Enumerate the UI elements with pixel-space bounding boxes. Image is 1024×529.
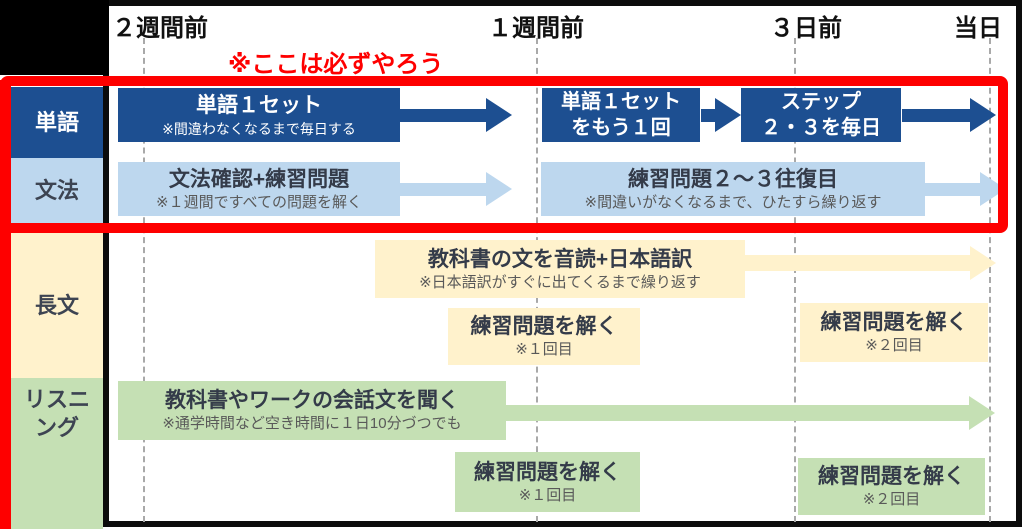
row-label-listening: リスニング [11, 378, 103, 529]
task-box-vocab-set1: 単語１セット ※間違わなくなるまで毎日する [118, 88, 400, 142]
task-title: 練習問題を解く [474, 460, 621, 484]
task-subtitle: ※日本語訳がすぐに出てくるまで繰り返す [419, 273, 701, 291]
gridline-3days [794, 38, 796, 522]
task-subtitle: ※１回目 [515, 341, 573, 359]
row-label-reading: 長文 [11, 233, 103, 378]
task-subtitle: ※２回目 [865, 337, 923, 355]
arrow-vocab-1 [398, 98, 512, 132]
gridline-2weeks [143, 38, 145, 522]
task-box-vocab-set2: 単語１セット をもう１回 [542, 88, 700, 142]
task-box-grammar-repeat: 練習問題２～３往復目 ※間違いがなくなるまで、ひたすら繰り返す [541, 162, 925, 216]
task-box-reading-aloud: 教科書の文を音読+日本語訳 ※日本語訳がすぐに出てくるまで繰り返す [375, 240, 745, 298]
arrow-grammar-1 [400, 172, 512, 206]
timeline-tick-dayof: 当日 [954, 15, 1002, 42]
task-title: 単語１セット [196, 94, 322, 118]
task-subtitle: ※１回目 [518, 486, 577, 504]
row-label-grammar: 文法 [11, 158, 103, 224]
timeline-tick-2weeks: ２週間前 [112, 15, 208, 42]
task-title: 練習問題を解く [818, 465, 965, 489]
task-subtitle: ※１週間ですべての問題を解く [156, 193, 362, 211]
task-subtitle: ※間違わなくなるまで毎日する [162, 120, 356, 137]
timeline-border [103, 0, 1022, 527]
task-title: 練習問題を解く [820, 311, 968, 335]
task-subtitle: ※２回目 [862, 491, 921, 509]
task-box-grammar-check: 文法確認+練習問題 ※１週間ですべての問題を解く [118, 162, 400, 216]
timeline-tick-1week: １週間前 [488, 15, 584, 42]
task-box-listening-practice2: 練習問題を解く ※２回目 [798, 458, 985, 515]
timeline-tick-3days: ３日前 [770, 15, 842, 42]
must-do-annotation: ※ここは必ずやろう [228, 51, 444, 78]
task-subtitle: ※通学時間など空き時間に１日10分づつでも [162, 415, 462, 433]
task-title: 練習問題２～３往復目 [628, 167, 838, 191]
task-title: 文法確認+練習問題 [168, 167, 350, 191]
task-title: 教科書の文を音読+日本語訳 [427, 247, 693, 271]
corner-block [0, 0, 109, 75]
task-box-listening-listen: 教科書やワークの会話文を聞く ※通学時間など空き時間に１日10分づつでも [118, 381, 506, 440]
gridline-dayof [989, 38, 991, 522]
task-title-line1: 単語１セット [561, 91, 681, 113]
task-subtitle: ※間違いがなくなるまで、ひたすら繰り返す [584, 193, 882, 211]
task-title-line2: をもう１回 [571, 117, 671, 139]
task-title: 教科書やワークの会話文を聞く [165, 389, 459, 413]
red-left-strip [0, 80, 11, 529]
task-box-reading-practice1: 練習問題を解く ※１回目 [448, 308, 640, 365]
task-box-vocab-step: ステップ ２・３を毎日 [741, 88, 901, 142]
task-title-line1: ステップ [781, 91, 861, 113]
arrow-vocab-2 [701, 98, 741, 132]
task-box-listening-practice1: 練習問題を解く ※１回目 [455, 452, 640, 512]
task-title-line2: ２・３を毎日 [761, 117, 881, 139]
arrow-grammar-2 [924, 172, 1006, 206]
row-label-vocabulary: 単語 [11, 87, 103, 158]
arrow-reading [744, 246, 996, 280]
task-title: 練習問題を解く [470, 315, 618, 339]
task-box-reading-practice2: 練習問題を解く ※２回目 [800, 303, 988, 362]
arrow-listening [505, 396, 995, 430]
arrow-vocab-3 [902, 98, 996, 132]
